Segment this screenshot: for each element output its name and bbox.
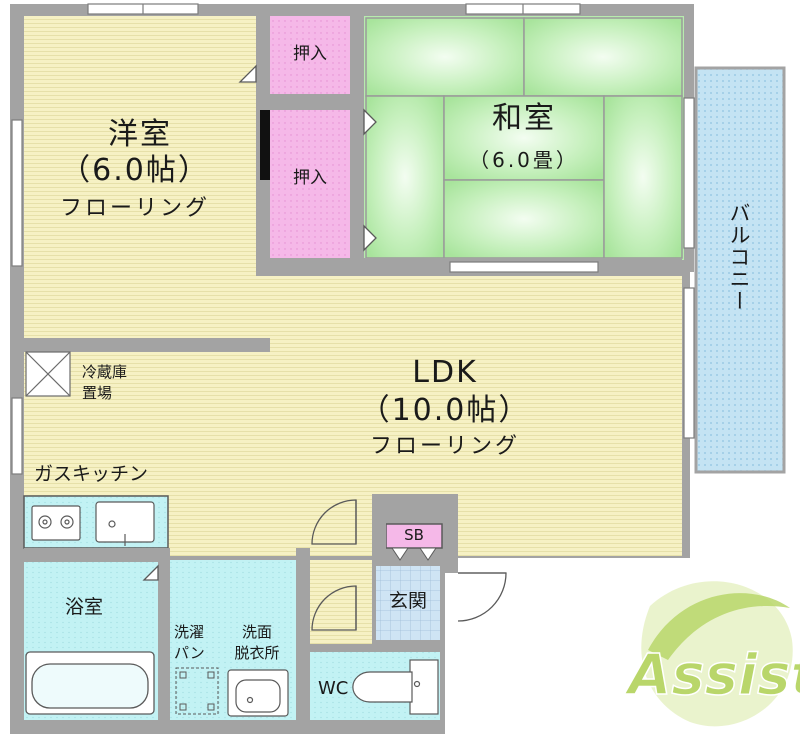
washer-pan: [175, 667, 219, 715]
sb-label: SB: [404, 526, 424, 544]
tatami-mats: [365, 17, 683, 259]
kitchen-sink: [95, 501, 155, 546]
ldk-size: （10.0帖）: [359, 393, 531, 428]
toilet: [352, 659, 439, 715]
closet-top-label: 押入: [293, 44, 327, 64]
japanese-room-name: 和室: [492, 101, 556, 136]
wc-label: WC: [318, 678, 349, 699]
ldk-floor: [24, 276, 682, 494]
entrance-label: 玄関: [388, 590, 427, 612]
gas-stove: [31, 505, 81, 541]
ldk-name: LDK: [412, 355, 478, 390]
balcony-label: バルコニー: [727, 202, 751, 312]
washroom-label: 洗面 脱衣所: [234, 623, 280, 662]
entrance-floor: [376, 566, 440, 640]
ldk-floor-right: [458, 494, 682, 556]
sb-markers: [391, 547, 437, 561]
kitchen-label: ガスキッチン: [34, 463, 149, 485]
fridge-space: [25, 351, 71, 397]
western-room-name: 洋室: [108, 117, 172, 152]
japanese-room-size: （6.0畳）: [469, 148, 579, 172]
closet-top-area: [270, 16, 350, 94]
logo-text: Assist: [624, 643, 800, 708]
bathtub: [25, 651, 155, 715]
western-room-floor-type: フローリング: [59, 196, 210, 221]
western-room-size: （6.0帖）: [60, 153, 210, 188]
assist-logo: Assist: [623, 581, 800, 727]
fridge-space-label: 冷蔵庫 置場: [82, 363, 128, 402]
washbasin: [227, 669, 289, 717]
hall-floor: [310, 560, 372, 644]
closet-mid-area: [270, 110, 350, 260]
balcony-area: [694, 66, 786, 474]
closet-divider: [260, 110, 270, 180]
bath-label: 浴室: [64, 596, 103, 618]
laundry-pan-label: 洗濯 パン: [174, 623, 205, 662]
windows: [11, 3, 695, 475]
doors: [142, 64, 507, 631]
closet-mid-label: 押入: [293, 168, 327, 188]
ldk-floor-type: フローリング: [369, 434, 520, 459]
